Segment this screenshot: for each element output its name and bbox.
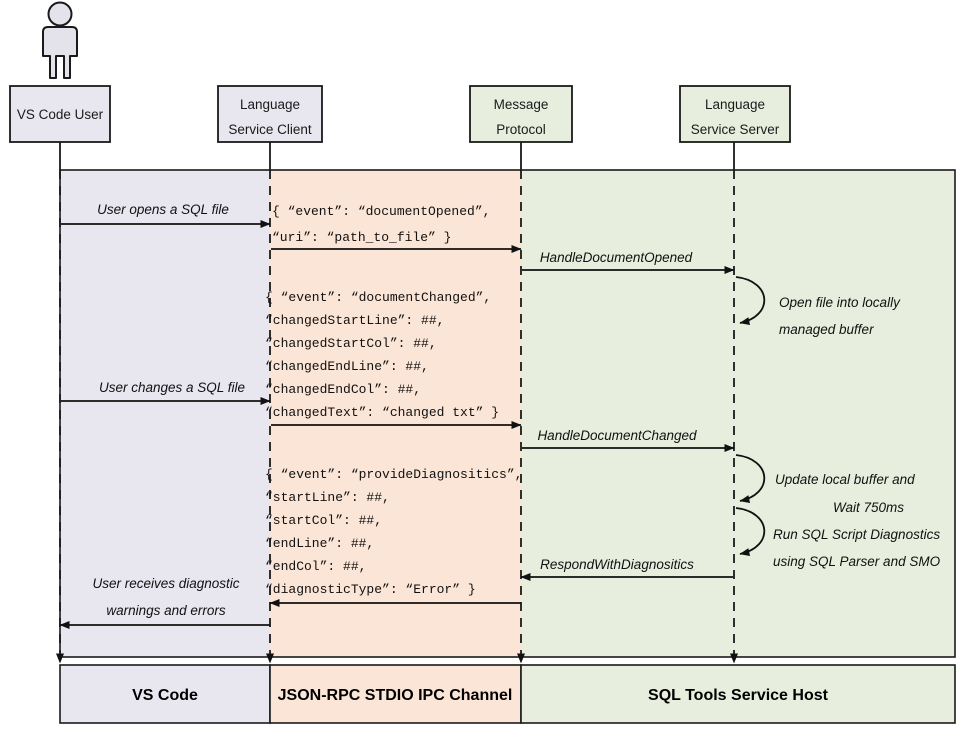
message-handle-document-changed: HandleDocumentChanged bbox=[522, 428, 735, 452]
lifeline-label-message-protocol-line2: Protocol bbox=[496, 122, 546, 137]
message-label-respond-with-diagnosics: RespondWithDiagnositics bbox=[540, 557, 694, 572]
payload-document-changed-line3: “changedStartCol”: ##, bbox=[265, 336, 437, 351]
lifeline-head-vs-code-user: VS Code User bbox=[9, 85, 111, 143]
message-label-user-receives-diagnostics-line2: warnings and errors bbox=[106, 603, 226, 618]
payload-document-changed-line2: “changedStartLine”: ##, bbox=[265, 313, 444, 328]
payload-document-opened-line1: { “event”: “documentOpened”, bbox=[272, 204, 490, 219]
self-call-label-open-file-line1: Open file into locally bbox=[779, 295, 901, 310]
payload-document-changed-line6: “changedText”: “changed txt” } bbox=[265, 405, 499, 420]
lifeline-label-language-service-server-line2: Service Server bbox=[691, 122, 780, 137]
payload-provide-diagnosics-line6: “diagnosticType”: “Error” } bbox=[265, 582, 476, 597]
self-call-label-run-diagnostics-line1: Run SQL Script Diagnostics bbox=[773, 527, 940, 542]
message-user-receives-diagnostics: User receives diagnostic warnings and er… bbox=[59, 576, 270, 629]
message-label-user-opens-sql-file: User opens a SQL file bbox=[97, 202, 229, 217]
message-user-opens-sql-file: User opens a SQL file bbox=[61, 202, 271, 228]
actor-figure bbox=[42, 1, 78, 79]
lifeline-head-message-protocol: Message Protocol bbox=[469, 85, 573, 143]
lifeline-label-language-service-client-line1: Language bbox=[240, 97, 300, 112]
self-call-label-open-file-line2: managed buffer bbox=[779, 322, 874, 337]
payload-provide-diagnosics-line5: “endCol”: ##, bbox=[265, 559, 366, 574]
lifeline-stems bbox=[59, 142, 735, 170]
lifeline-label-vs-code-user: VS Code User bbox=[17, 107, 104, 122]
message-respond-with-diagnosics: RespondWithDiagnositics bbox=[520, 557, 733, 581]
payload-document-opened: { “event”: “documentOpened”, “uri”: “pat… bbox=[272, 204, 490, 245]
payload-provide-diagnosics: { “event”: “provideDiagnositics”, “start… bbox=[265, 467, 522, 597]
band-vs-code bbox=[60, 170, 270, 657]
message-label-user-receives-diagnostics-line1: User receives diagnostic bbox=[92, 576, 239, 591]
payload-document-changed: { “event”: “documentChanged”, “changedSt… bbox=[265, 290, 499, 420]
self-call-open-file-into-buffer: Open file into locally managed buffer bbox=[735, 276, 901, 337]
footer-label-service-host: SQL Tools Service Host bbox=[648, 687, 829, 704]
message-label-handle-document-changed: HandleDocumentChanged bbox=[537, 428, 697, 443]
footer-bar: VS Code JSON-RPC STDIO IPC Channel SQL T… bbox=[59, 664, 956, 724]
lifeline-label-language-service-server-line1: Language bbox=[705, 97, 765, 112]
self-call-label-run-diagnostics-line2: using SQL Parser and SMO bbox=[773, 554, 941, 569]
payload-document-opened-line2: “uri”: “path_to_file” } bbox=[272, 230, 451, 245]
message-label-user-changes-sql-file: User changes a SQL file bbox=[99, 380, 245, 395]
payload-document-changed-line4: “changedEndLine”: ##, bbox=[265, 359, 429, 374]
payload-document-changed-line1: { “event”: “documentChanged”, bbox=[265, 290, 491, 305]
band-service-host bbox=[521, 170, 955, 657]
lifeline-label-language-service-client-line2: Service Client bbox=[228, 122, 312, 137]
lifeline-head-language-service-server: Language Service Server bbox=[679, 85, 791, 143]
self-call-update-buffer-wait: Update local buffer and Wait 750ms bbox=[735, 454, 915, 515]
lifeline-label-message-protocol-line1: Message bbox=[494, 97, 549, 112]
footer-label-ipc: JSON-RPC STDIO IPC Channel bbox=[278, 687, 513, 704]
footer-label-vs-code: VS Code bbox=[132, 687, 198, 704]
message-label-handle-document-opened: HandleDocumentOpened bbox=[540, 250, 693, 265]
message-handle-document-opened: HandleDocumentOpened bbox=[522, 250, 735, 274]
self-call-label-update-buffer-line2: Wait 750ms bbox=[833, 500, 904, 515]
self-call-label-update-buffer-line1: Update local buffer and bbox=[775, 472, 915, 487]
payload-document-changed-line5: “changedEndCol”: ##, bbox=[265, 382, 421, 397]
self-call-run-sql-diagnostics: Run SQL Script Diagnostics using SQL Par… bbox=[735, 507, 941, 569]
message-user-changes-sql-file: User changes a SQL file bbox=[61, 380, 271, 405]
payload-provide-diagnosics-line4: “endLine”: ##, bbox=[265, 536, 374, 551]
payload-provide-diagnosics-line3: “startCol”: ##, bbox=[265, 513, 382, 528]
band-ipc bbox=[270, 170, 521, 657]
payload-provide-diagnosics-line2: “startLine”: ##, bbox=[265, 490, 390, 505]
payload-provide-diagnosics-line1: { “event”: “provideDiagnositics”, bbox=[265, 467, 522, 482]
lifeline-head-language-service-client: Language Service Client bbox=[217, 85, 323, 143]
